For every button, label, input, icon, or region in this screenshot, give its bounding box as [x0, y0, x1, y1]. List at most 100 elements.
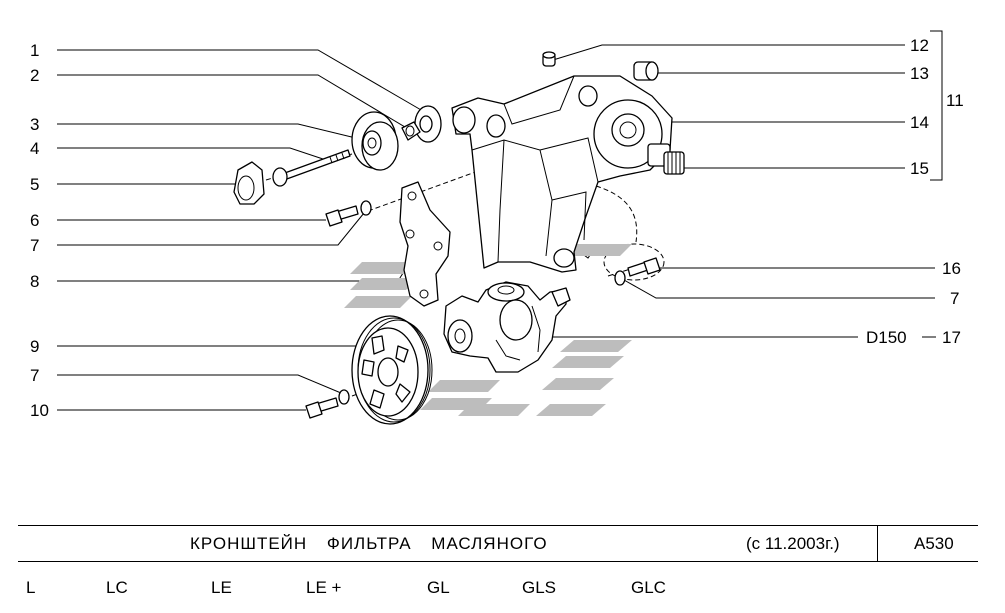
- diagram-title: КРОНШТЕЙН ФИЛЬТРА МАСЛЯНОГО: [190, 534, 548, 553]
- bolt-2: [401, 121, 421, 141]
- group-bracket-11: [930, 30, 943, 181]
- bolt-2-end: [405, 125, 415, 137]
- callout-9: 9: [30, 337, 39, 356]
- callout-8: 8: [30, 272, 39, 291]
- axis-line-1: [367, 165, 493, 212]
- plate-8-body: [399, 181, 451, 307]
- trim-level-gls: GLS: [522, 578, 557, 597]
- pump-outlet: [551, 287, 571, 307]
- pump-cap: [497, 285, 515, 295]
- pump-arc-line: [595, 185, 638, 243]
- filter-seat-bore: [619, 121, 637, 139]
- callout-7c: 7: [950, 289, 959, 308]
- bracket-rib-3: [539, 137, 599, 183]
- plug-12-top: [542, 51, 556, 59]
- leader-12: [552, 44, 905, 61]
- bolt-2-head: [401, 121, 421, 141]
- bracket-rib-4: [503, 75, 575, 125]
- fitting-15-threads: [667, 152, 681, 174]
- leader-7c: [623, 279, 935, 299]
- pump-shaft-boss: [447, 319, 473, 353]
- bolt-16: [627, 257, 661, 277]
- code-divider: [877, 526, 878, 561]
- cap-1-face: [419, 115, 433, 133]
- callout-6: 6: [30, 211, 39, 230]
- washer-7a: [360, 200, 372, 216]
- callout-7a: 7: [30, 236, 39, 255]
- leader-7b: [57, 374, 342, 394]
- shade-6: [542, 378, 614, 390]
- bracket-boss-left: [452, 106, 476, 134]
- shade-7: [536, 404, 606, 416]
- title-bar: КРОНШТЕЙН ФИЛЬТРА МАСЛЯНОГО (с 11.2003г.…: [18, 525, 978, 562]
- callout-17-spec: D150: [866, 328, 907, 347]
- shade-4: [560, 340, 632, 352]
- leader-lines: [57, 30, 943, 411]
- trim-level-gl: GL: [427, 578, 450, 597]
- shade-1: [350, 278, 418, 290]
- shading-panels: [344, 244, 632, 416]
- callout-13: 13: [910, 64, 929, 83]
- callout-17: 17: [942, 328, 961, 347]
- shade-10: [458, 404, 530, 416]
- cap-5: [233, 161, 265, 205]
- callout-14: 14: [910, 113, 929, 132]
- trim-level-le-plus: LE +: [306, 578, 342, 597]
- bolt-6-head: [325, 209, 343, 227]
- pump-rib-1: [495, 339, 521, 361]
- shade-5: [552, 356, 624, 368]
- bolt-4-head: [272, 167, 288, 187]
- shade-11: [564, 244, 632, 256]
- pulley-9-hub: [377, 357, 399, 387]
- filter-seat-inner: [611, 113, 645, 147]
- bolt-10: [305, 397, 339, 419]
- pulley-9-window-2: [395, 345, 409, 363]
- bracket-boss-top: [578, 85, 598, 107]
- pump-port: [499, 299, 533, 341]
- callout-11: 11: [946, 91, 964, 110]
- leader-4: [57, 147, 327, 161]
- callout-4: 4: [30, 139, 39, 158]
- plate-8-hole-1: [407, 191, 417, 201]
- diagram-code: A530: [914, 534, 954, 553]
- effective-date: (с 11.2003г.): [746, 534, 840, 553]
- pulley-3-bore: [367, 137, 377, 149]
- pulley-9-window-5: [361, 359, 375, 377]
- shade-3: [350, 262, 418, 274]
- pump-rib-2: [531, 305, 541, 353]
- callout-labels: 1 2 3 4 5 6 7 8 9 7 10 12 13 11 14 15 16…: [30, 36, 964, 420]
- trim-level-le: LE: [211, 578, 232, 597]
- plate-8: [399, 181, 451, 307]
- cap-5-body: [233, 161, 265, 205]
- trim-level-lc: LC: [106, 578, 128, 597]
- shade-2: [344, 296, 412, 308]
- callout-10: 10: [30, 401, 49, 420]
- pulley-9: [351, 315, 433, 425]
- sleeve-13-face: [645, 61, 659, 81]
- leader-2: [57, 74, 411, 131]
- plug-12: [542, 51, 556, 67]
- pulley-9-window-1: [371, 335, 385, 355]
- bracket-rib-5: [551, 191, 587, 241]
- pulley-3-hub: [362, 130, 382, 156]
- bolt-4-shank: [281, 149, 351, 181]
- callout-1: 1: [30, 41, 39, 60]
- leader-3: [57, 123, 365, 141]
- bolt-4: [272, 149, 351, 187]
- pulley-9-window-4: [369, 389, 385, 409]
- trim-level-glc: GLC: [631, 578, 666, 597]
- leader-1: [57, 49, 429, 115]
- callout-3: 3: [30, 115, 39, 134]
- bolt-16-head: [643, 257, 661, 275]
- pulley-3: [351, 111, 399, 171]
- washer-7c: [614, 270, 626, 286]
- cap-1: [414, 105, 442, 143]
- pump-shaft: [454, 328, 466, 344]
- bolt-10-head: [305, 401, 323, 419]
- callout-12: 12: [910, 36, 929, 55]
- bolt-4-threads: [329, 152, 345, 164]
- pump-17: [443, 281, 571, 373]
- fitting-15: [647, 143, 685, 175]
- pulley-9-window-3: [395, 383, 411, 403]
- leader-7a: [57, 212, 365, 246]
